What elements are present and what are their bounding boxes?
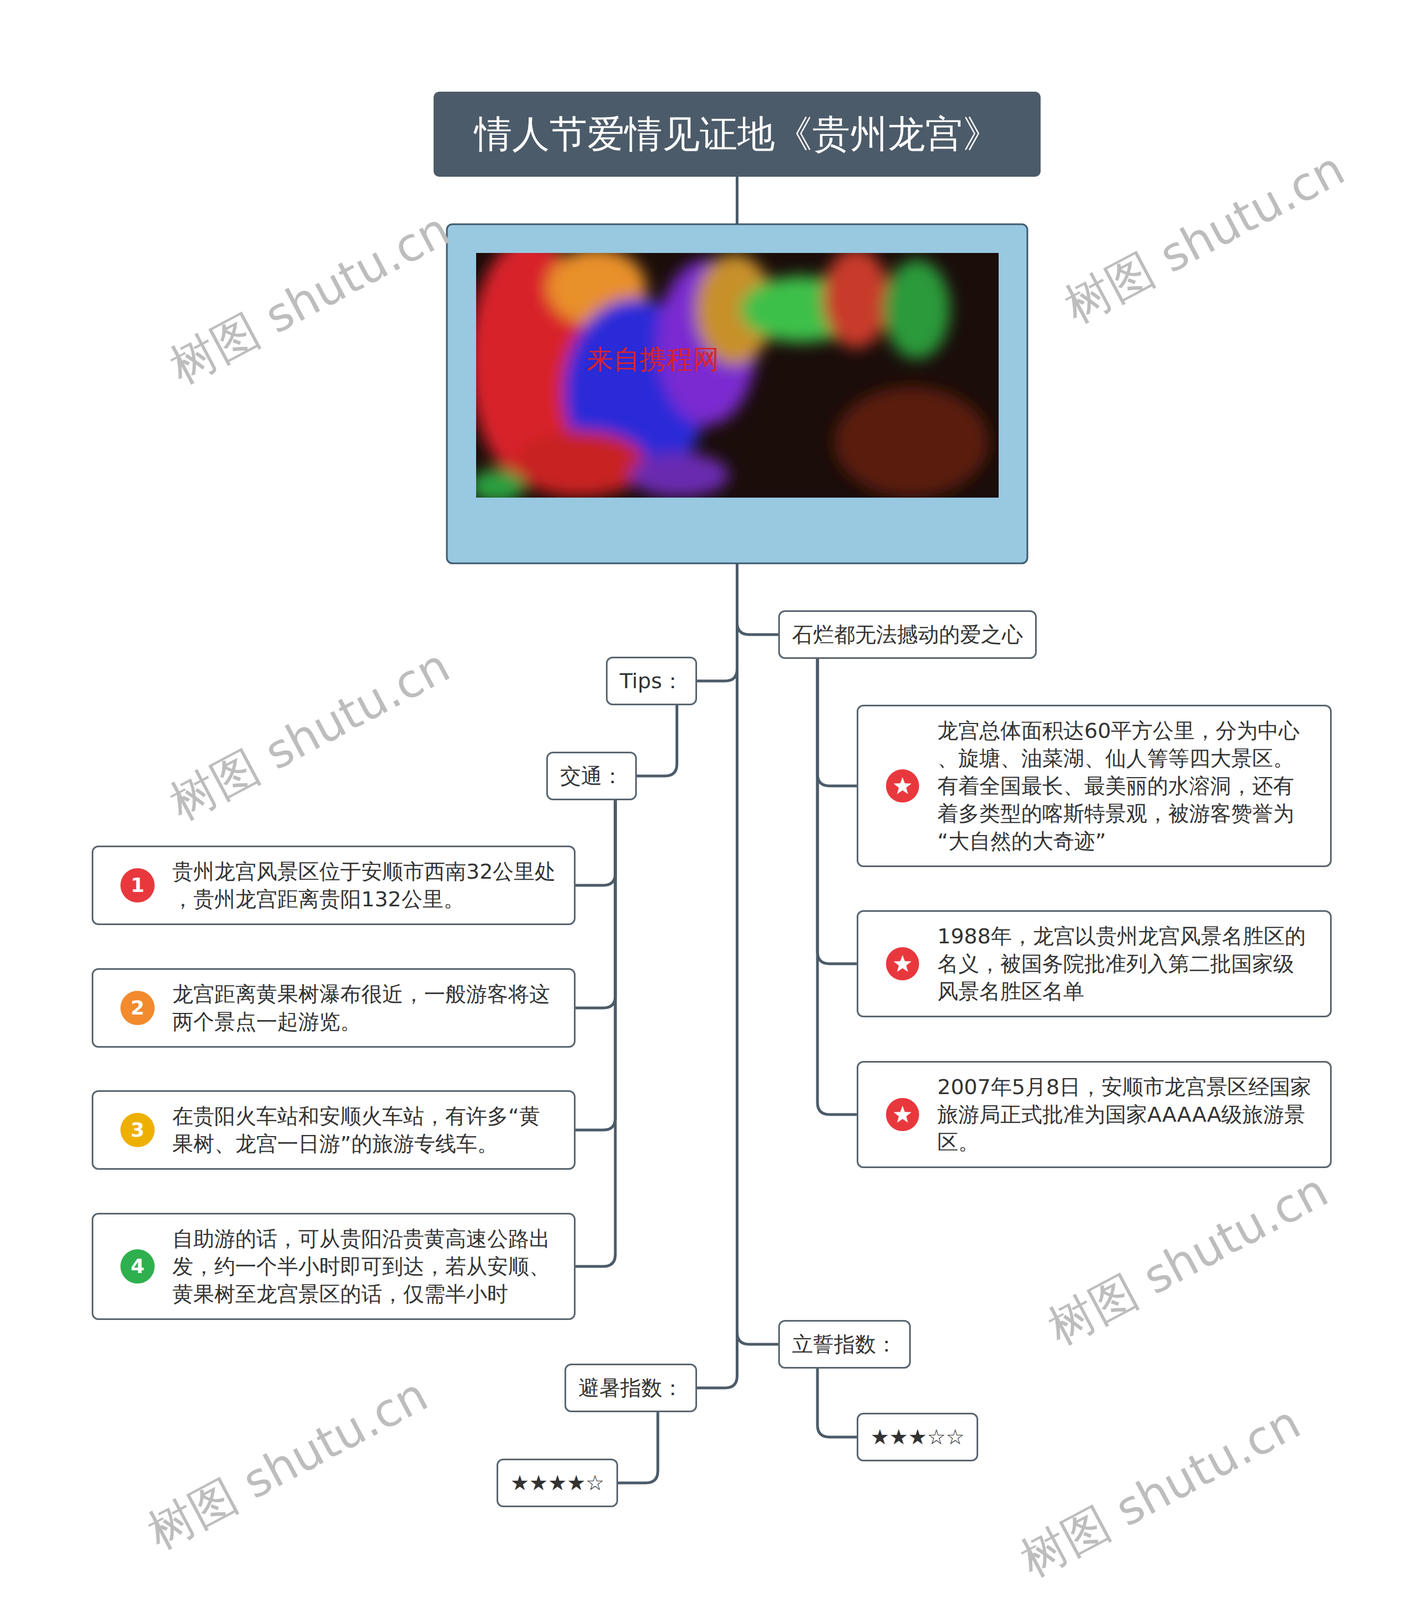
topic-box: 避暑指数： (564, 1363, 698, 1413)
connector (618, 1412, 658, 1484)
title-box: 情人节爱情见证地《贵州龙宫》 (433, 91, 1041, 177)
connector (817, 1368, 857, 1438)
star-icon (885, 768, 920, 804)
node-text: 在贵阳火车站和安顺火车站，有许多“黄 果树、龙宫一日游”的旅游专线车。 (172, 1102, 563, 1158)
topic-box: ★★★☆☆ (856, 1412, 979, 1462)
node-text: 龙宫总体面积达60平方公里，分为中心 、旋塘、油菜湖、仙人箐等四大景区。 有着全… (937, 716, 1319, 856)
watermark: 树图 shutu.cn (160, 201, 459, 395)
connector (636, 705, 678, 777)
node-text: 情人节爱情见证地《贵州龙宫》 (474, 112, 1001, 157)
connector (575, 800, 616, 1131)
panel-frame (446, 224, 1028, 564)
detail-box: 贵州龙宫风景区位于安顺市西南32公里处 ，贵州龙宫距离贵阳132公里。 1 (91, 845, 576, 926)
node-text: 1988年，龙宫以贵州龙宫风景名胜区的 名义，被国务院批准列入第二批国家级 风景… (937, 922, 1319, 1006)
topic-box: 立誓指数： (778, 1320, 911, 1369)
node-text: Tips： (619, 667, 684, 695)
watermark: 树图 shutu.cn (1011, 1394, 1310, 1588)
topic-box: 石烂都无法撼动的爱之心 (778, 610, 1037, 659)
node-text: ★★★★☆ (510, 1469, 605, 1497)
connector (817, 658, 857, 786)
detail-box: 龙宫距离黄果树瀑布很近，一般游客将这 两个景点一起游览。 2 (91, 968, 576, 1048)
connector (575, 800, 616, 1267)
connector (817, 658, 857, 964)
callout-number: 4 (120, 1249, 155, 1284)
topic-box: ★★★★☆ (496, 1458, 619, 1508)
watermark: 树图 shutu.cn (1055, 140, 1354, 335)
watermark: 树图 shutu.cn (160, 637, 459, 832)
node-text: ★★★☆☆ (870, 1423, 965, 1452)
node-text: 立誓指数： (792, 1330, 898, 1359)
node-text: 石烂都无法撼动的爱之心 (792, 620, 1023, 649)
detail-box: 龙宫总体面积达60平方公里，分为中心 、旋塘、油菜湖、仙人箐等四大景区。 有着全… (856, 704, 1332, 868)
callout-number: 3 (120, 1112, 155, 1148)
node-text: 避暑指数： (578, 1374, 684, 1402)
topic-box: 交通： (546, 751, 637, 801)
cave-lights (476, 252, 989, 498)
photo-watermark: 来自携程网 (586, 343, 720, 375)
watermark: 树图 shutu.cn (1038, 1162, 1337, 1357)
watermark: 树图 shutu.cn (138, 1367, 437, 1561)
node-text: 2007年5月8日，安顺市龙宫景区经国家 旅游局正式批准为国家AAAAA级旅游景… (937, 1073, 1319, 1157)
star-icon (885, 946, 920, 981)
connector (817, 658, 857, 1115)
detail-box: 2007年5月8日，安顺市龙宫景区经国家 旅游局正式批准为国家AAAAA级旅游景… (856, 1061, 1332, 1169)
node-text: 自助游的话，可从贵阳沿贵黄高速公路出 发，约一个半小时即可到达，若从安顺、 黄果… (172, 1225, 563, 1308)
callout-number: 2 (120, 990, 155, 1026)
connector (575, 800, 616, 1009)
callout-number: 1 (120, 868, 155, 903)
star-icon (885, 1097, 920, 1132)
detail-box: 在贵阳火车站和安顺火车站，有许多“黄 果树、龙宫一日游”的旅游专线车。 3 (91, 1090, 576, 1170)
topic-box: Tips： (605, 656, 698, 706)
node-text: 贵州龙宫风景区位于安顺市西南32公里处 ，贵州龙宫距离贵阳132公里。 (172, 857, 563, 914)
node-text: 交通： (560, 762, 624, 790)
node-text: 龙宫距离黄果树瀑布很近，一般游客将这 两个景点一起游览。 (172, 980, 563, 1036)
connector (575, 800, 616, 886)
detail-box: 自助游的话，可从贵阳沿贵黄高速公路出 发，约一个半小时即可到达，若从安顺、 黄果… (91, 1212, 576, 1321)
detail-box: 1988年，龙宫以贵州龙宫风景名胜区的 名义，被国务院批准列入第二批国家级 风景… (856, 910, 1332, 1018)
